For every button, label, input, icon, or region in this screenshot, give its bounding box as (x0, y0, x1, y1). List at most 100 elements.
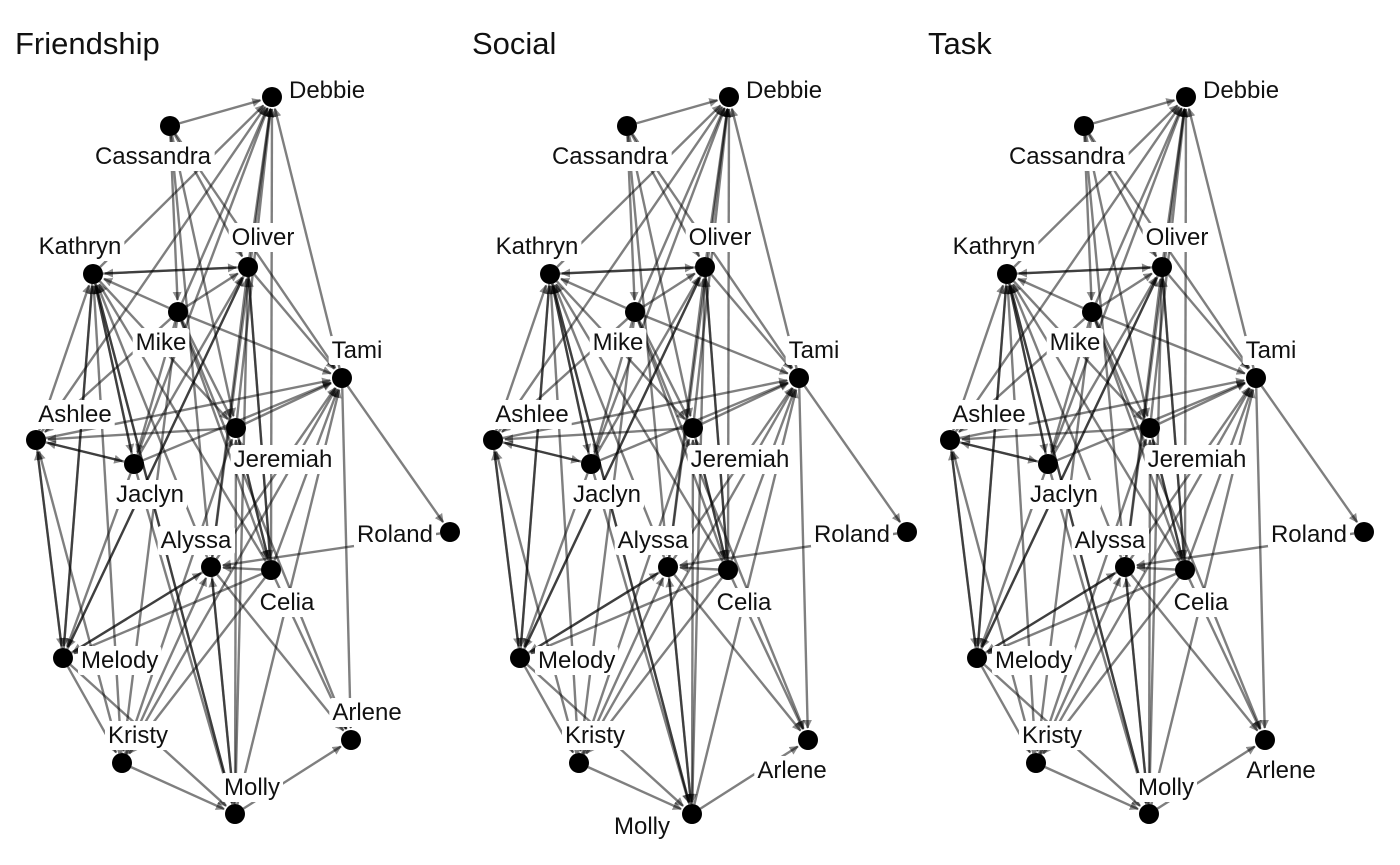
edge-alyssa-to-melody (529, 571, 661, 653)
node-label-arlene: Arlene (332, 699, 401, 726)
node-label-kathryn: Kathryn (953, 233, 1036, 260)
node-cassandra (1074, 116, 1094, 136)
node-label-background (743, 76, 826, 105)
node-debbie (262, 87, 282, 107)
node-melody (53, 648, 73, 668)
node-label-background (132, 328, 190, 357)
node-jaclyn (1038, 454, 1058, 474)
node-melody (967, 648, 987, 668)
edge-cassandra-to-jeremiah (627, 135, 694, 418)
edge-jaclyn-to-molly (135, 473, 234, 804)
edge-jaclyn-to-oliver (1051, 276, 1158, 456)
edge-mike-to-jeremiah (638, 320, 689, 419)
node-label-melody: Melody (538, 647, 615, 674)
edge-alyssa-to-molly (667, 576, 695, 803)
node-label-debbie: Debbie (289, 77, 365, 104)
edge-ashlee-to-jaclyn (959, 441, 1038, 464)
edge-celia-to-kathryn (555, 283, 724, 563)
edge-tami-to-debbie (1186, 107, 1255, 369)
edge-kristy-to-ashlee (36, 450, 121, 754)
edge-mike-to-celia (1094, 321, 1183, 560)
node-oliver (1152, 257, 1172, 277)
node-label-background (754, 756, 830, 785)
edge-tami-to-arlene (341, 387, 355, 729)
edge-jaclyn-to-debbie (593, 107, 727, 456)
panel-title: Task (928, 26, 992, 61)
node-label-jaclyn: Jaclyn (116, 481, 184, 508)
edge-ashlee-to-debbie (954, 106, 1181, 433)
node-label-alyssa: Alyssa (1075, 527, 1146, 554)
node-tami (789, 368, 809, 388)
node-label-mike: Mike (1050, 329, 1101, 356)
edge-jaclyn-to-oliver (594, 276, 701, 456)
edge-ashlee-to-jaclyn (502, 441, 581, 464)
edge-kathryn-to-melody (974, 283, 1008, 647)
edge-molly-to-jeremiah (231, 439, 241, 805)
node-label-background (1200, 76, 1283, 105)
edge-oliver-to-tami (710, 273, 793, 370)
node-label-cassandra: Cassandra (552, 143, 669, 170)
node-label-background (78, 646, 162, 675)
node-mike (168, 302, 188, 322)
node-label-background (992, 646, 1076, 675)
edge-kristy-to-ashlee (950, 450, 1035, 754)
node-label-background (1134, 773, 1198, 802)
edge-alyssa-to-kathryn (553, 284, 666, 559)
node-label-background (1142, 223, 1212, 252)
edge-jaclyn-to-molly (592, 473, 691, 804)
edge-tami-to-roland (346, 385, 445, 523)
node-label-background (353, 520, 436, 549)
edge-alyssa-to-arlene (673, 574, 802, 732)
edge-jeremiah-to-ashlee (504, 427, 684, 444)
node-label-background (329, 698, 405, 727)
node-mike (625, 302, 645, 322)
edge-celia-to-melody (530, 572, 720, 655)
node-label-cassandra: Cassandra (95, 143, 212, 170)
node-label-oliver: Oliver (1146, 224, 1209, 251)
edge-molly-to-jeremiah (688, 439, 698, 805)
node-label-molly: Molly (1138, 774, 1194, 801)
edge-jeremiah-to-ashlee (961, 427, 1141, 444)
edge-alyssa-to-kathryn (96, 284, 209, 559)
node-jeremiah (226, 418, 246, 438)
node-label-cassandra: Cassandra (1009, 143, 1126, 170)
node-label-background (492, 232, 582, 261)
edge-ashlee-to-jaclyn (45, 441, 124, 464)
edge-mike-to-kathryn (103, 277, 170, 310)
edge-mike-to-arlene (180, 320, 348, 730)
node-label-celia: Celia (717, 589, 772, 616)
node-label-background (614, 526, 692, 555)
edge-kathryn-to-jaclyn (550, 283, 592, 454)
node-label-mike: Mike (136, 329, 187, 356)
node-label-roland: Roland (357, 521, 433, 548)
edge-mike-to-oliver (185, 272, 239, 308)
node-label-roland: Roland (814, 521, 890, 548)
node-label-arlene: Arlene (757, 757, 826, 784)
node-label-background (1242, 336, 1300, 365)
edge-cassandra-to-debbie (179, 98, 262, 125)
edge-kathryn-to-oliver (1016, 263, 1151, 275)
node-jaclyn (124, 454, 144, 474)
node-label-tami: Tami (789, 337, 840, 364)
edge-mike-to-arlene (1094, 320, 1262, 730)
edge-alyssa-to-kathryn (1010, 284, 1123, 559)
node-label-melody: Melody (995, 647, 1072, 674)
node-label-molly: Molly (614, 813, 670, 840)
node-label-jaclyn: Jaclyn (1030, 481, 1098, 508)
node-label-jaclyn: Jaclyn (573, 481, 641, 508)
panel-friendship: Friendship DebbieCassandraOliverKathrynM… (15, 26, 460, 824)
node-label-background (1170, 588, 1232, 617)
node-label-debbie: Debbie (746, 77, 822, 104)
edge-oliver-to-molly (687, 276, 706, 803)
node-label-celia: Celia (1174, 589, 1229, 616)
node-kathryn (997, 264, 1017, 284)
node-kristy (569, 753, 589, 773)
node-label-background (286, 76, 369, 105)
edge-mike-to-tami (1100, 314, 1246, 375)
edge-mike-to-tami (186, 314, 332, 375)
edge-cassandra-to-debbie (636, 98, 719, 125)
node-label-background (535, 646, 619, 675)
node-label-ashlee: Ashlee (952, 401, 1025, 428)
edge-kathryn-to-melody (60, 283, 94, 647)
